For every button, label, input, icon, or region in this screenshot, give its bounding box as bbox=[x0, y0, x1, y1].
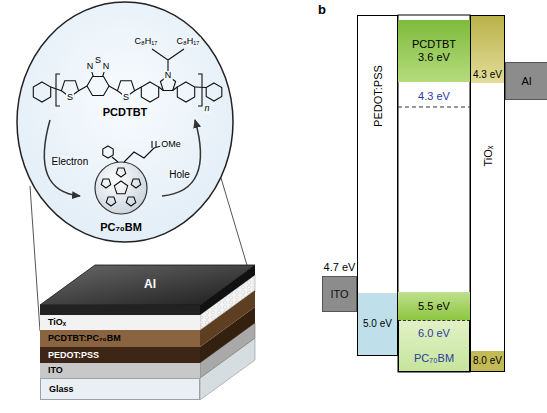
atom-label: C₈H₁₇ bbox=[176, 37, 201, 47]
atom-label: n bbox=[203, 104, 210, 114]
ring bbox=[126, 197, 136, 206]
node-text: PCDTBT:PC₇₀BM bbox=[48, 333, 121, 343]
atom-label: S bbox=[66, 93, 74, 103]
zoom-circle bbox=[17, 2, 233, 242]
ring bbox=[106, 197, 116, 206]
ring bbox=[114, 181, 127, 194]
tiox-cb-box: 4.3 eV bbox=[471, 16, 504, 83]
pc70bm-homo-region: 6.0 eV PC₇₀BM bbox=[398, 320, 470, 372]
ito-layer: ITO bbox=[40, 363, 200, 378]
tiox-layer: TiOₓ bbox=[40, 315, 200, 330]
node-text: Al bbox=[144, 278, 156, 292]
glass-layer: Glass bbox=[40, 378, 200, 400]
ring bbox=[206, 83, 222, 101]
ring bbox=[131, 179, 141, 188]
group-label: OMe bbox=[160, 140, 182, 150]
node-text: PC₇₀BM bbox=[100, 221, 142, 234]
ring bbox=[33, 82, 50, 102]
node-text: PC₇₀BM bbox=[414, 352, 454, 365]
atom-label: N bbox=[102, 62, 111, 72]
node-text: ITO bbox=[48, 365, 63, 375]
al-front bbox=[40, 305, 200, 315]
ring bbox=[103, 146, 113, 158]
node-text: 5.5 eV bbox=[418, 300, 450, 313]
pedot-layer: PEDOT:PSS bbox=[40, 347, 200, 363]
molecule-structure bbox=[33, 49, 222, 214]
node-text: 6.0 eV bbox=[418, 327, 450, 340]
active-layer: PCDTBT:PC₇₀BM bbox=[40, 330, 200, 347]
node-text: TiOₓ bbox=[48, 317, 66, 327]
node-text: TiOₓ bbox=[481, 146, 494, 167]
ester-chain bbox=[112, 141, 161, 162]
ito-level-box: 4.7 eVITO bbox=[322, 276, 357, 312]
ring bbox=[87, 77, 109, 96]
node-text: PCDTBT bbox=[103, 106, 148, 119]
pedot-band: PEDOT:PSS 5.0 eV bbox=[357, 15, 398, 356]
pcdtbt-lumo-box: PCDTBT3.6 eV bbox=[398, 20, 470, 82]
repeat-bracket bbox=[56, 74, 202, 106]
al-top bbox=[40, 265, 255, 305]
node-text: 8.0 eV bbox=[473, 355, 502, 367]
curved-arrow bbox=[162, 120, 200, 196]
al-layer: Al bbox=[110, 272, 190, 298]
tiox-band: TiOₓ 4.3 eV 8.0 eV bbox=[470, 15, 505, 372]
node-text: PEDOT:PSS bbox=[371, 65, 384, 127]
edge-label: Hole bbox=[168, 169, 191, 180]
pcdtbt-homo-box: 5.5 eV bbox=[398, 292, 470, 320]
atom-label: C₈H₁₇ bbox=[134, 37, 159, 47]
node-text: PCDTBT bbox=[412, 38, 456, 51]
atom-label: N bbox=[86, 62, 95, 72]
ring bbox=[141, 82, 158, 102]
zoom-line bbox=[30, 186, 40, 331]
node-text: 5.0 eV bbox=[363, 318, 392, 330]
node-text: 3.6 eV bbox=[418, 51, 450, 64]
ring bbox=[116, 168, 126, 177]
edge-label: Electron bbox=[51, 156, 90, 167]
fullerene bbox=[95, 162, 147, 214]
node-text: Al bbox=[522, 75, 532, 88]
al-level-box: Al bbox=[505, 62, 547, 100]
ring bbox=[101, 179, 111, 188]
atom-label: N bbox=[164, 71, 173, 81]
ring bbox=[177, 82, 194, 102]
fullerene-region: PC₇₀BM bbox=[80, 150, 162, 242]
node-text: PEDOT:PSS bbox=[48, 350, 99, 360]
node-text: 4.7 eV bbox=[324, 261, 356, 274]
pedot-level-box: 5.0 eV bbox=[358, 293, 397, 355]
node-text: 4.3 eV bbox=[473, 69, 502, 81]
panel-letter: b bbox=[317, 3, 327, 17]
lumo-dashed-line bbox=[398, 107, 470, 108]
node-text: Glass bbox=[49, 384, 74, 394]
atom-label: S bbox=[122, 93, 130, 103]
tiox-vb-box: 8.0 eV bbox=[471, 351, 504, 371]
node-text: ITO bbox=[330, 288, 348, 301]
bond bbox=[51, 49, 207, 91]
energy-level: 4.3 eV bbox=[417, 90, 451, 102]
active-column bbox=[398, 15, 470, 372]
